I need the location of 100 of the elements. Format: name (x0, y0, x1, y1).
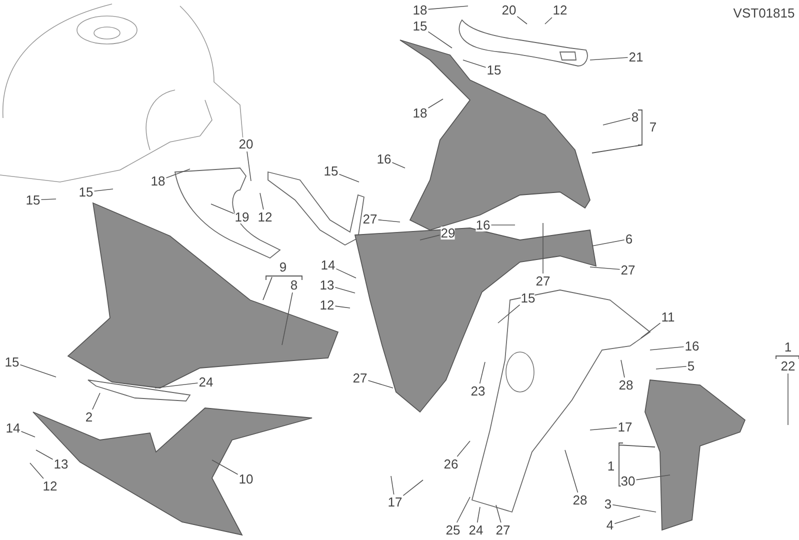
callout-number: 28 (618, 378, 634, 392)
leader-line (590, 57, 628, 60)
callout-number: 12 (320, 298, 334, 312)
leader-line (498, 304, 520, 324)
callout-number: 22 (780, 360, 796, 372)
leader-line (516, 16, 528, 24)
callout-number: 16 (376, 152, 392, 166)
leader-line (334, 306, 350, 308)
callout-number: 21 (628, 50, 644, 64)
leader-line (20, 430, 36, 438)
leader-line (30, 462, 44, 479)
leader-line (590, 266, 620, 270)
leader-line (334, 286, 356, 294)
callout-number: 15 (78, 186, 94, 198)
leader-line (212, 460, 238, 475)
leader-line (210, 204, 234, 214)
callout-number: 9 (279, 260, 287, 274)
leader-line (402, 480, 424, 496)
callout-number: 3 (604, 498, 612, 510)
leader-line (336, 268, 356, 278)
callout-number: 30 (620, 474, 636, 488)
callout-number: 15 (412, 20, 428, 32)
callout-number: 13 (54, 458, 68, 470)
callout-number: 23 (470, 384, 486, 398)
callout-number: 27 (536, 274, 550, 288)
leader-line (420, 234, 440, 240)
leader-line (564, 450, 578, 493)
callout-number: 25 (446, 524, 460, 536)
callout-number: 12 (258, 210, 272, 224)
leader-line (246, 151, 252, 182)
leader-line (612, 504, 656, 512)
leader-line (602, 118, 631, 126)
callout-number: 11 (661, 310, 675, 324)
leader-line (36, 450, 54, 460)
leader-line (656, 366, 687, 370)
leader-line (544, 17, 552, 24)
leader-line (282, 292, 293, 346)
callout-number: 27 (496, 524, 510, 536)
leader-line (94, 188, 114, 192)
callout-number: 17 (388, 496, 402, 508)
callout-number: 1 (784, 340, 792, 354)
callout-number: 15 (324, 164, 338, 178)
callout-number: 4 (606, 518, 614, 532)
leader-line (456, 496, 470, 523)
leader-line (614, 516, 640, 524)
leader-line (92, 392, 100, 410)
callout-number: 2 (85, 410, 93, 424)
leader-line (392, 162, 406, 168)
leader-line (636, 474, 670, 480)
leader-line (650, 346, 684, 350)
leader-line (542, 222, 544, 274)
callout-number: 1 (607, 460, 615, 472)
callout-number: 16 (476, 218, 490, 232)
callout-number: 15 (520, 292, 536, 304)
leader-line (428, 31, 452, 48)
leader-line (462, 60, 486, 68)
leader-line (490, 224, 516, 226)
leader-line (428, 98, 444, 108)
callout-number: 8 (631, 110, 639, 124)
callout-number: 24 (198, 376, 214, 388)
leader-line (260, 192, 264, 210)
callout-number: 18 (150, 174, 166, 188)
leader-line (378, 219, 400, 222)
callout-number: 17 (618, 420, 632, 434)
callout-number: 14 (320, 258, 336, 272)
leader-line (456, 440, 470, 457)
callout-number: 26 (444, 458, 458, 470)
leader-line (479, 362, 486, 384)
leader-line (20, 364, 56, 378)
callout-number: 18 (412, 106, 428, 120)
callout-number: 27 (620, 264, 636, 276)
callout-number: 12 (42, 480, 58, 492)
leader-line (154, 382, 198, 388)
callout-number: 19 (234, 210, 250, 224)
callout-number: 7 (649, 120, 657, 134)
leader-line (496, 504, 502, 523)
callout-number: 5 (687, 360, 695, 372)
leader-line (338, 174, 360, 182)
callout-number: 6 (625, 232, 633, 246)
leader-line (640, 322, 661, 338)
leader-line (390, 476, 394, 495)
callout-number: 15 (486, 64, 502, 76)
leader-line (40, 198, 56, 200)
callout-number: 24 (468, 524, 484, 536)
leader-line (428, 6, 468, 10)
callout-number: 10 (238, 472, 254, 486)
callout-number: 15 (26, 194, 40, 206)
leader-line (592, 239, 625, 246)
callout-number: 27 (362, 212, 378, 226)
callout-number: 14 (6, 422, 20, 434)
leader-line (590, 427, 618, 430)
callout-number: 20 (238, 138, 254, 150)
leader-line (166, 168, 190, 178)
callout-number: 15 (4, 356, 20, 368)
callout-number: 29 (440, 226, 456, 240)
callout-number: 18 (412, 4, 428, 16)
callout-number: 27 (352, 372, 368, 384)
leader-line (368, 380, 394, 388)
callout-number: 13 (320, 278, 334, 292)
callout-number: 28 (572, 494, 588, 506)
